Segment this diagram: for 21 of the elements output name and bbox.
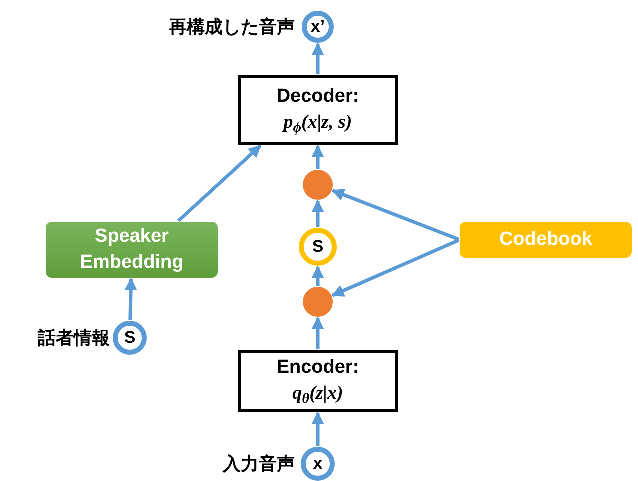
box-title: Encoder: [276, 356, 360, 380]
arrow [312, 316, 324, 349]
arrow [332, 238, 460, 298]
arrow [312, 144, 324, 169]
formula: p$_{ϕ}$(x|z, s) [284, 111, 352, 136]
arrow [332, 189, 460, 242]
codebook-box: Codebook [460, 222, 632, 258]
formula: q$_{θ}$(z|x) [292, 382, 344, 407]
process-box: Speaker Embedding [46, 222, 218, 278]
arrow [312, 200, 324, 227]
arrow [124, 278, 138, 320]
process-box [238, 75, 398, 145]
node-caption: 入力音声 [222, 453, 295, 476]
arrow [312, 266, 324, 286]
arrow [178, 144, 262, 222]
arrow [312, 42, 324, 74]
box-title: Decoder: [276, 85, 360, 109]
arrow [312, 412, 324, 446]
process-box [238, 350, 398, 412]
node-caption: 再構成した音声 [168, 16, 295, 39]
node-caption: 話者情報 [36, 327, 110, 350]
